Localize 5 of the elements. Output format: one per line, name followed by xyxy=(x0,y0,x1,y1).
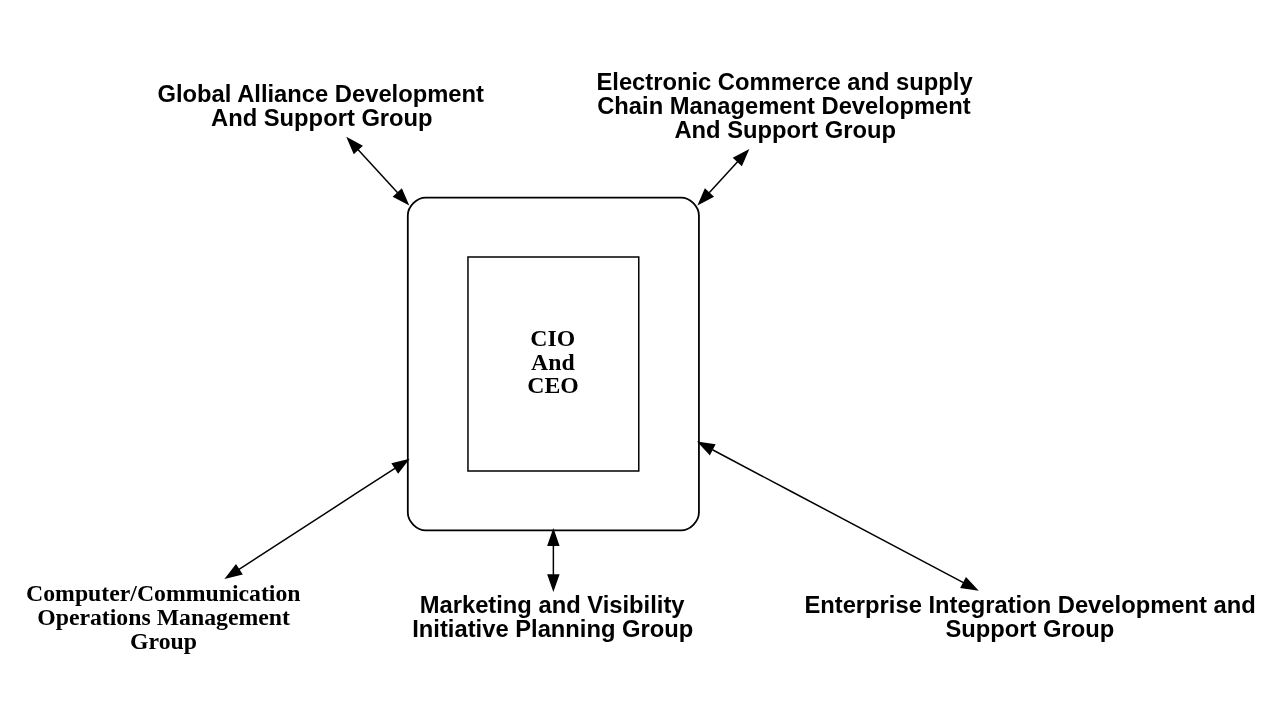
node-text: Enterprise Integration Development and Support Group xyxy=(804,590,1256,642)
node-text: Global Alliance Development And Support Group xyxy=(157,79,484,131)
node-text: Computer/Communication Operations Management Group xyxy=(26,579,301,654)
node-text: Marketing and Visibility Initiative Planning Group xyxy=(412,590,694,642)
node-text: Electronic Commerce and supply Chain Management Development And Support Group xyxy=(596,67,973,143)
